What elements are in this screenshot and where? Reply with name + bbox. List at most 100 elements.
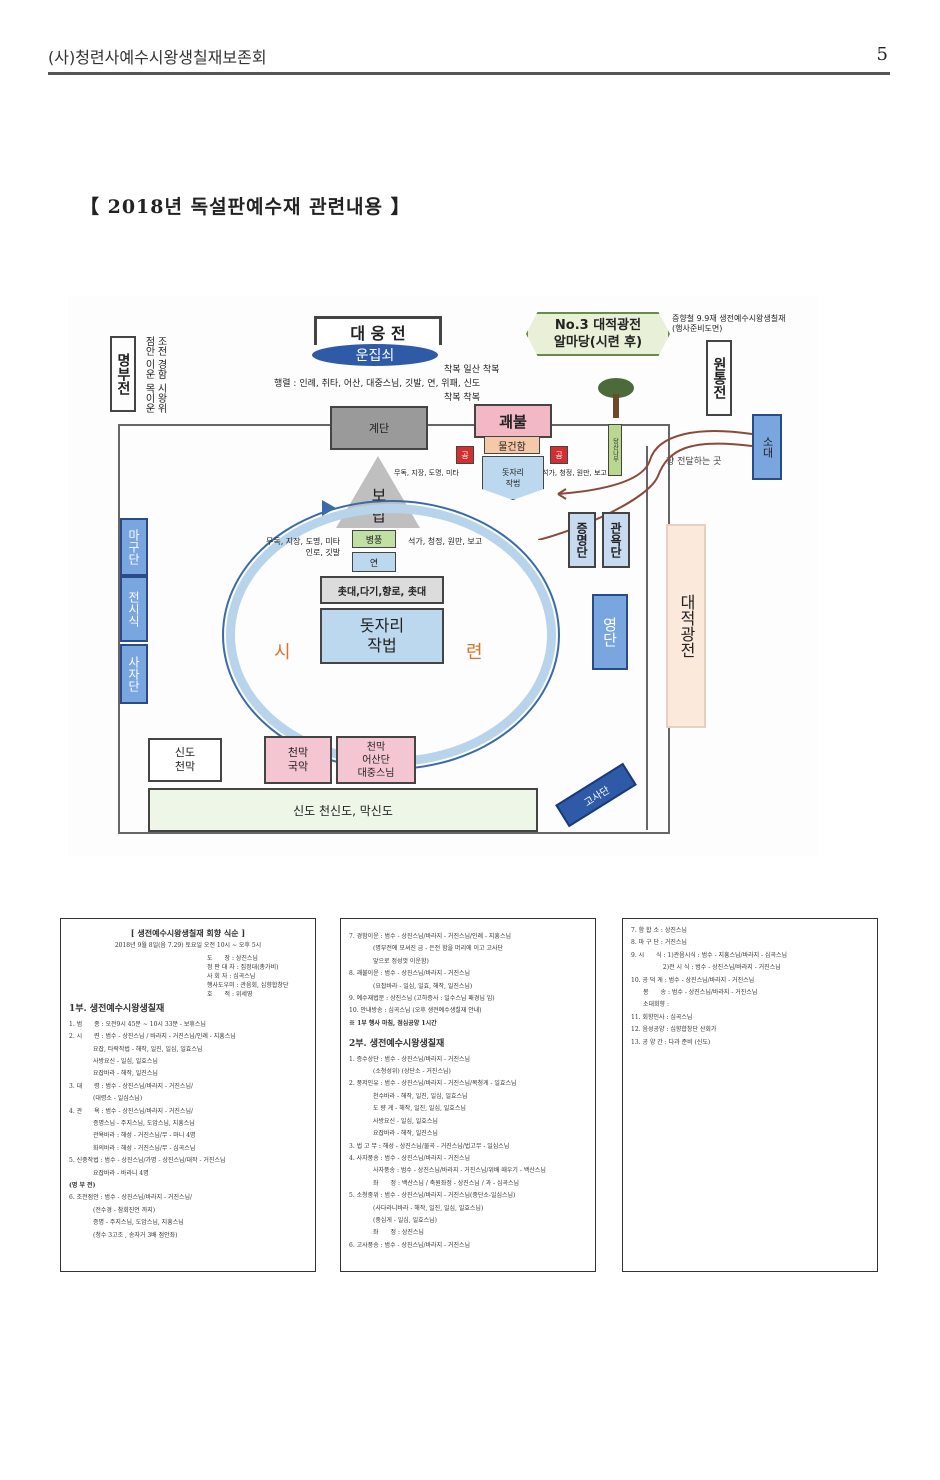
program-line: 앞으로 정성껏 이운함) [349, 957, 429, 965]
program-line: (전수경 - 참회진언 까지) [69, 1206, 156, 1214]
si-label: 시 [274, 642, 291, 663]
sodae-label: 소대 [761, 436, 774, 458]
myeongbujeon: 명부전 [110, 336, 136, 412]
chakbok-note-top: 착복 일산 착복 [444, 365, 500, 375]
plan-note-line: (행사준비도면) [672, 324, 723, 333]
program-line: 화의바라 : 해성 - 거진스님/무 - 심곡스님 [69, 1144, 196, 1152]
program-sheet-2: 7. 경함이운 : 범수 - 상진스님/바라지 - 거진스님/인례 - 지흥스님… [340, 918, 596, 1272]
part2-heading: 2부. 생전예수시왕생칠재 [349, 1039, 445, 1050]
program-line: 12. 음성공양 : 십향합창단 산회가 [631, 1026, 717, 1034]
altar-table: 촛대,다기,향로, 촛대 [320, 576, 444, 604]
gukak-tent: 천막 국악 [264, 736, 332, 784]
program-line: 좌 정 : 상진스님 [349, 1229, 424, 1237]
program-line: 봉 송 : 범수 - 상진스님/바라지 - 거진스님 [631, 989, 758, 997]
program-line: (청수 3고조 , 송자거 3배 점안좌) [69, 1231, 178, 1239]
program-line: (소청성위) (상단소 - 거진스님) [349, 1068, 451, 1076]
sindo-tent-label: 신도 [174, 746, 196, 759]
yeon-label: 연 [369, 558, 379, 569]
gyedan: 계단 [330, 406, 428, 450]
program-line: 9. 예수재법문 : 상진스님 (고하증사 : 일수스님 패경님 임) [349, 995, 495, 1003]
program-line: 3. 대 령 : 범수 - 상진스님/바라지 - 거진스님/ [69, 1082, 193, 1090]
gwaebul-right-deities: 석가, 청정, 원만, 보고 [542, 469, 607, 477]
ring-left-line: 무독, 지장, 도명, 미타 [266, 537, 341, 546]
byeongpung-label: 병풍 [365, 535, 383, 546]
altar-table-label: 촛대,다기,향로, 촛대 [337, 586, 427, 598]
role-item: 도 장 : 상진스님 [207, 955, 258, 963]
program-line: 4. 관 욕 : 범수 - 상진스님/바라지 - 거진스님/ [69, 1107, 193, 1115]
org-name: (사)청련사예수시왕생칠재보존회 [48, 48, 267, 67]
gyedan-label: 계단 [368, 422, 390, 435]
program-line: 증명 - 주지스님, 도암스님, 지흥스님 [69, 1219, 184, 1227]
page-number: 5 [876, 44, 888, 65]
program-line: 증명스님 - 주지스님, 도암스님, 지흥스님 [69, 1120, 195, 1128]
incense-route-label: 향 전달하는 곳 [666, 457, 722, 467]
program-line: 1. 증수상단 : 범수 - 상진스님/바라지 - 거진스님 [349, 1055, 471, 1063]
sindo-seating: 신도 천신도, 막신도 [148, 788, 538, 832]
eosan-tent: 천막 어산단 대중스님 [336, 736, 416, 784]
offering-left: 공 [456, 446, 474, 464]
program-line: 6. 조전점안 : 범수 - 상진스님/바라지 - 거진스님/ [69, 1194, 193, 1202]
eosan-tent-label: 천막 [366, 741, 386, 753]
eosan-tent-label: 대중스님 [357, 767, 395, 779]
gwanyokdan-label: 관욕단 [608, 522, 623, 558]
myeongbujeon-label: 명부전 [115, 353, 131, 395]
procession-item: 조전점안 [143, 336, 166, 356]
byeongpung: 병풍 [352, 530, 396, 548]
sindo-tent-label: 천막 [174, 760, 196, 773]
dotjari-mat: 돗자리 작법 [320, 608, 444, 664]
program-line: 5. 소청중위 : 범수 - 상진스님/바라지 - 거진스님(중단소-일심스님) [349, 1192, 516, 1200]
gwaebul-label: 괘불 [499, 412, 527, 431]
program-line: 요잡, 타락작법 - 해작, 일진, 일심, 일효스님 [69, 1045, 203, 1053]
program-line: ※ 1부 행사 마침, 점심공양 1시간 [349, 1019, 437, 1027]
program-line: 요잡바라 - 해작, 일진스님 [69, 1070, 158, 1078]
dotjari-label: 작법 [367, 636, 397, 655]
program-line: 소대회향 : [631, 1001, 670, 1009]
part1-list: 1. 범 종 : 오전9시 45분 ~ 10시 33분 - 보휴스님 2. 시 … [69, 1019, 307, 1242]
program-sheet-3: 7. 함 합 소 : 상진스님 8. 마 구 단 : 거진스님 9. 시 식 :… [622, 918, 878, 1272]
gwanyokdan: 관욕단 [602, 512, 630, 568]
program-line: 8. 마 구 단 : 거진스님 [631, 939, 687, 947]
no3-signboard: No.3 대적광전 알마당(시련 후) [526, 312, 670, 356]
program-line: 2. 풍저인유 : 범수 - 상진스님/바라지 - 거진스님/복청게 - 일효스… [349, 1080, 517, 1088]
ring-right-deities: 석가, 청정, 원만, 보고 [408, 537, 483, 546]
program-line: 10. 안내방송 : 심곡스님 (오후 생전예수생칠재 안내) [349, 1007, 482, 1015]
program-subheading: (명 부 전) [69, 1182, 96, 1190]
program-line: 2)전 시 식 : 범수 - 상진스님/바라지 - 거진스님 [631, 964, 781, 972]
page-header: (사)청련사예수시왕생칠재보존회 5 [48, 42, 890, 75]
program-title: [ 생전예수시왕생칠재 회향 식순 ] [130, 928, 246, 938]
program-line: 4. 사자풍송 : 범수 - 상진스님/바라지 - 거진스님 [349, 1154, 471, 1162]
chakbok-note-bottom: 착복 착복 [444, 393, 480, 403]
program-date: 2018년 9월 8일(음 7.29) 토요일 오전 10시 ~ 오후 5시 [114, 941, 262, 949]
ceremony-layout-diagram: 대 웅 전 운집쇠 No.3 대적광전 알마당(시련 후) 증향철 9.9재 생… [68, 296, 818, 856]
offering-label: 공 [555, 450, 563, 460]
small-mat-label: 돗자리 [501, 468, 525, 477]
ring-left-deities: 무독, 지장, 도명, 미타 인로, 깃발 [266, 536, 340, 558]
program-line: 3. 법 고 무 : 해성 - 상진스님/물곡 - 거진스님/법고무 - 일심스… [349, 1142, 510, 1150]
dangsan-tree-label: 당산나무 [611, 438, 619, 462]
offering-right: 공 [550, 446, 568, 464]
program-line: 사방요신 - 일심, 일효스님 [349, 1117, 438, 1125]
program-line: 1. 범 종 : 오전9시 45분 ~ 10시 33분 - 보휴스님 [69, 1020, 206, 1028]
procession-order: 행렬 : 인례, 취타, 어산, 대중스님, 깃발, 연, 위패, 신도 [274, 379, 481, 389]
plan-note: 증향철 9.9재 생전예수시왕생칠재 (행사준비도면) [672, 314, 812, 334]
jeungmyeongdan: 증명단 [568, 512, 596, 568]
no3-label: No.3 대적광전 [554, 318, 642, 333]
program-line: 관욕바라 : 해성 - 거진스님/무 - 마니 4명 [69, 1132, 196, 1140]
small-mat-label: 작법 [505, 479, 521, 488]
sajadan-label: 사자단 [126, 656, 141, 692]
role-item: 행사도우미 : 관음회, 십향합창단 [207, 982, 289, 990]
section-title: 【 2018년 독설판예수재 관련내용 】 [80, 196, 411, 218]
mulgeonham-label: 물건함 [498, 441, 526, 453]
ring-arrow-icon [322, 500, 336, 516]
role-item: 호 적 : 위세영 [207, 991, 253, 999]
jeonsisik-label: 전시식 [126, 591, 141, 627]
magudan-label: 마구단 [126, 529, 141, 565]
program-line: (명부전에 모셔진 금 - 은전 함을 머리에 이고 고사단 [349, 945, 504, 953]
program-line: 11. 회향인사 : 심곡스님 [631, 1013, 693, 1021]
wontongjeon-label: 원통전 [711, 357, 727, 399]
procession-list: 조전점안 경함이운 시왕위목이운 [142, 336, 166, 416]
sindo-tent: 신도 천막 [148, 738, 222, 782]
wontongjeon: 원통전 [706, 340, 732, 416]
program-line: 13. 공 양 간 : 다과 준비 (신도) [631, 1038, 711, 1046]
unjipsoe-label: 운집쇠 [355, 348, 395, 364]
